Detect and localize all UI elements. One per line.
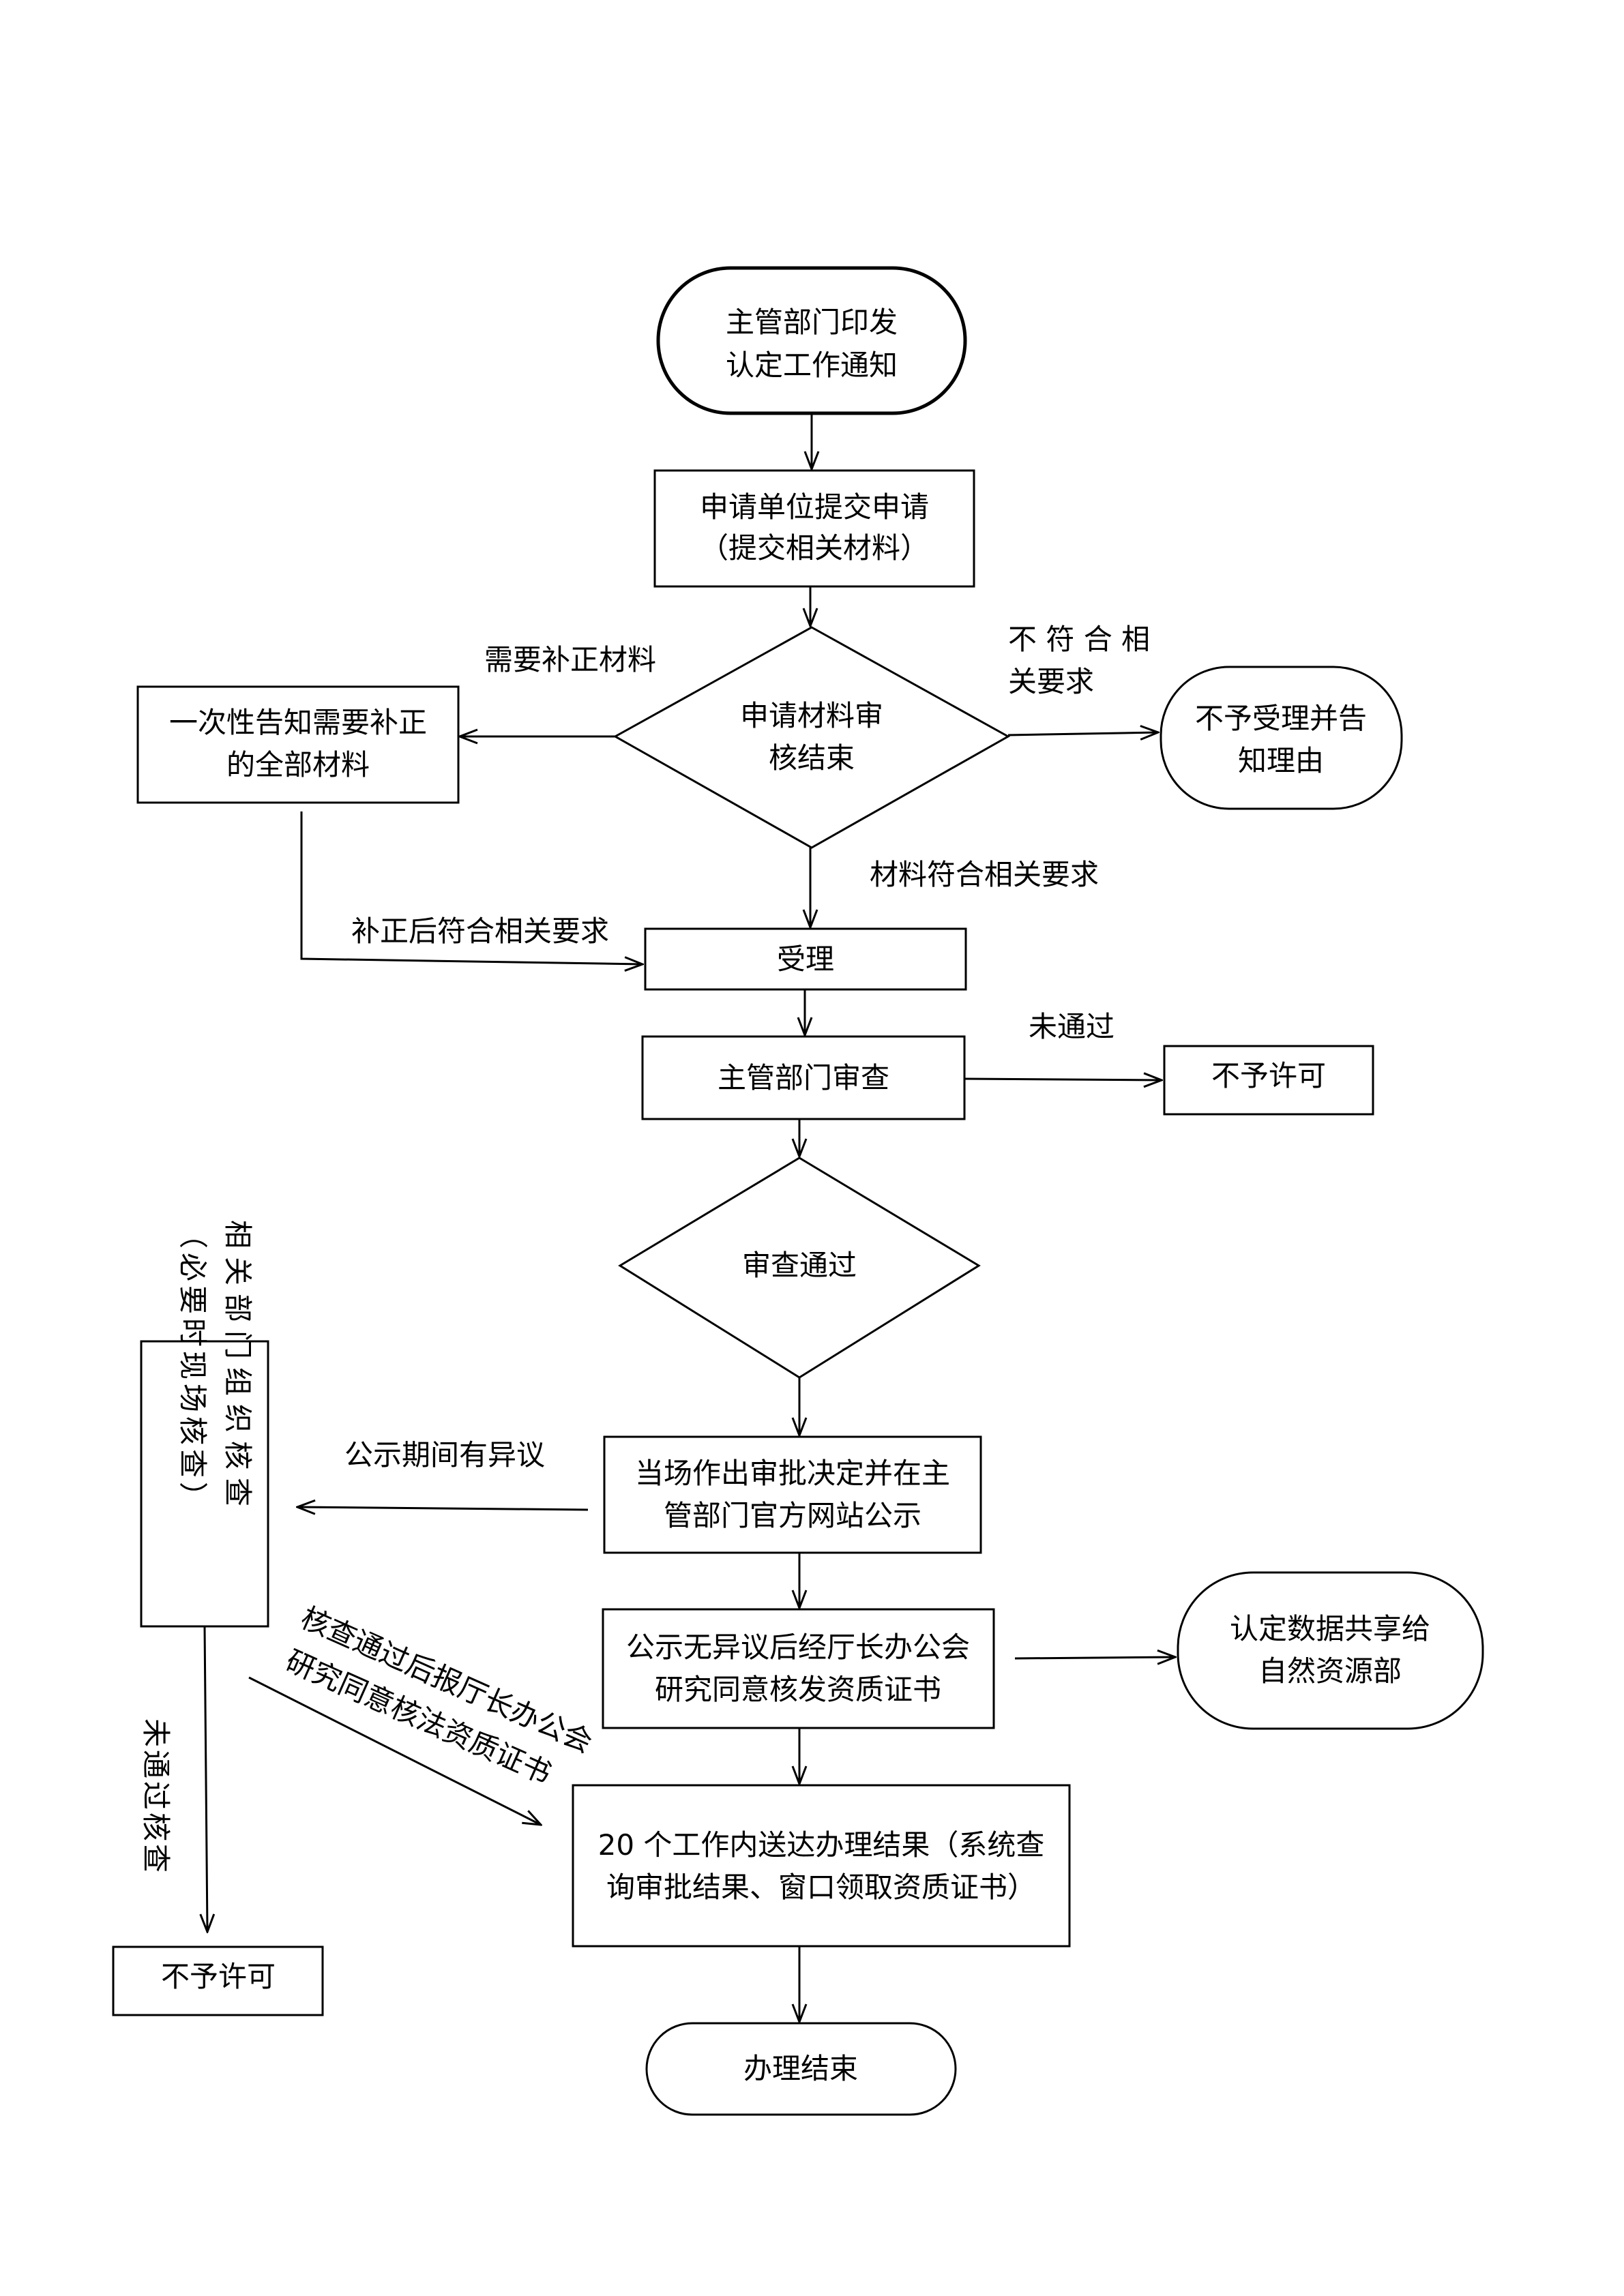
arrow-supplement-accept — [300, 811, 643, 964]
svg-text:知理由: 知理由 — [1238, 744, 1324, 777]
node-issue-cert: 公示无异议后经厅长办公会 研究同意核发资质证书 — [602, 1608, 995, 1729]
svg-text:的全部材料: 的全部材料 — [226, 748, 370, 781]
node-submit: 申请单位提交申请 （提交相关材料） — [653, 469, 975, 588]
node-inspection: 相关部门组织核查 （必要时现场核查） — [140, 1220, 269, 1628]
svg-text:审查通过: 审查通过 — [742, 1249, 857, 1282]
svg-text:一次性告知需要补正: 一次性告知需要补正 — [169, 706, 427, 739]
node-review-pass: 审查通过 — [618, 1157, 981, 1379]
svg-text:管部门官方网站公示: 管部门官方网站公示 — [664, 1499, 921, 1532]
svg-text:20 个工作内送达办理结果（系统查: 20 个工作内送达办理结果（系统查 — [598, 1828, 1045, 1862]
node-start: 主管部门印发 认定工作通知 — [656, 266, 967, 415]
svg-text:相关部门组织核查: 相关部门组织核查 — [221, 1220, 254, 1515]
svg-text:不予许可: 不予许可 — [161, 1960, 276, 1993]
svg-text:不予受理并告: 不予受理并告 — [1195, 702, 1367, 735]
node-share-data: 认定数据共享给 自然资源部 — [1177, 1571, 1484, 1730]
node-deliver-result: 20 个工作内送达办理结果（系统查 询审批结果、窗口领取资质证书） — [572, 1784, 1071, 1948]
svg-text:不予许可: 不予许可 — [1211, 1059, 1326, 1092]
svg-text:主管部门印发: 主管部门印发 — [726, 305, 898, 339]
label-not-meet-1: 不 符 合 相 — [1008, 623, 1150, 656]
label-not-meet-2: 关要求 — [1008, 665, 1094, 698]
svg-text:主管部门审查: 主管部门审查 — [718, 1061, 889, 1094]
node-decision-publicize: 当场作出审批决定并在主 管部门官方网站公示 — [603, 1435, 982, 1554]
svg-text:认定工作通知: 认定工作通知 — [726, 348, 898, 382]
svg-text:办理结束: 办理结束 — [743, 2052, 858, 2085]
arrow-review-reject — [1007, 732, 1158, 735]
label-inspection-failed: 未通过核查 — [139, 1718, 173, 1875]
svg-text:（提交相关材料）: （提交相关材料） — [700, 531, 929, 565]
node-review-decision: 申请材料审 核结束 — [612, 626, 1011, 849]
label-materials-meet: 材料符合相关要求 — [870, 858, 1099, 891]
node-supplement: 一次性告知需要补正 的全部材料 — [136, 685, 460, 804]
svg-text:公示无异议后经厅长办公会: 公示无异议后经厅长办公会 — [626, 1630, 970, 1664]
arrow-issue-share — [1014, 1657, 1175, 1658]
label-need-supplement: 需要补正材料 — [484, 643, 656, 676]
svg-text:自然资源部: 自然资源部 — [1258, 1654, 1402, 1688]
label-after-supplement: 补正后符合相关要求 — [351, 914, 609, 948]
node-end: 办理结束 — [645, 2022, 957, 2116]
svg-text:受理: 受理 — [777, 942, 834, 976]
arrow-inspection-deliver — [248, 1676, 541, 1825]
svg-text:认定数据共享给: 认定数据共享给 — [1230, 1612, 1430, 1645]
arrow-publicize-inspection — [297, 1507, 589, 1510]
node-accept: 受理 — [644, 927, 967, 991]
node-deny-1: 不予许可 — [1163, 1045, 1374, 1116]
label-objection: 公示期间有异议 — [344, 1438, 545, 1472]
node-dept-review: 主管部门审查 — [641, 1035, 966, 1120]
arrow-dept-review-deny — [964, 1079, 1162, 1080]
arrow-inspection-deny — [205, 1626, 207, 1932]
svg-text:申请材料审: 申请材料审 — [740, 699, 883, 732]
svg-text:当场作出审批决定并在主: 当场作出审批决定并在主 — [635, 1457, 950, 1490]
svg-text:（必要时现场核查）: （必要时现场核查） — [176, 1220, 209, 1515]
label-not-passed: 未通过 — [1029, 1010, 1114, 1043]
edges — [205, 413, 1175, 2022]
node-deny-2: 不予许可 — [112, 1945, 324, 2016]
svg-text:申请单位提交申请: 申请单位提交申请 — [700, 490, 929, 524]
node-reject-notice: 不予受理并告 知理由 — [1160, 666, 1403, 810]
svg-text:研究同意核发资质证书: 研究同意核发资质证书 — [655, 1673, 941, 1706]
svg-text:核结束: 核结束 — [769, 741, 855, 775]
svg-text:询审批结果、窗口领取资质证书）: 询审批结果、窗口领取资质证书） — [606, 1870, 1036, 1904]
